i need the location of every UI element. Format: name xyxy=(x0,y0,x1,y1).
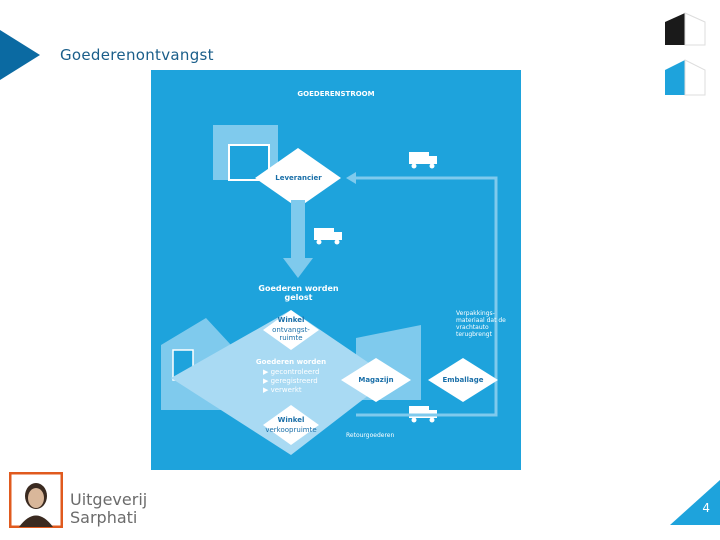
return-arrow-head xyxy=(346,172,356,184)
truck-icon xyxy=(314,228,342,245)
processed-header: Goederen worden xyxy=(255,358,327,366)
nav-shape-light xyxy=(684,12,706,46)
logo-line1: Uitgeverij xyxy=(70,490,148,509)
diagram-title: GOEDERENSTROOM xyxy=(297,90,375,98)
step-1-label: gecontroleerd xyxy=(270,368,320,376)
page-number: 4 xyxy=(702,501,710,515)
warehouse-diamond xyxy=(341,358,411,402)
unloaded-label: Goederen worden gelost xyxy=(258,284,339,302)
nav-shape-dark xyxy=(665,13,685,45)
slide-title: Goederenontvangst xyxy=(60,46,214,64)
sales-room-label: verkoopruimte xyxy=(265,426,317,434)
packaging-diamond xyxy=(428,358,498,402)
nav-shape-blue xyxy=(665,60,685,95)
logo-line2: Sarphati xyxy=(70,508,138,527)
logo-portrait-icon xyxy=(8,471,64,529)
receiving-room-label: ontvangst- ruimte xyxy=(272,326,310,342)
step-2-label: geregistreerd xyxy=(270,377,318,385)
goods-flow-diagram: GOEDERENSTROOM Leverancier Goederen word… xyxy=(151,70,521,470)
flow-down-shaft xyxy=(291,200,305,260)
left-arrow-decoration xyxy=(0,30,40,80)
step-3: ▶ verwerkt xyxy=(263,386,302,394)
sales-store-label: Winkel xyxy=(277,416,305,424)
nav-shape-light-2 xyxy=(684,59,706,96)
returns-label: Retourgoederen xyxy=(346,432,395,439)
return-loop-line xyxy=(356,176,498,417)
supplier-label: Leverancier xyxy=(275,174,322,182)
packaging-note: Verpakkings- materiaal dat de vrachtauto… xyxy=(456,310,506,338)
store-receiving-diamond xyxy=(263,310,319,350)
flow-down-head xyxy=(283,258,313,278)
diagram-graphics xyxy=(161,125,498,455)
publisher-logo xyxy=(8,471,64,529)
step-3-label: verwerkt xyxy=(270,386,302,394)
warehouse-label: Magazijn xyxy=(358,376,394,384)
store-label: Winkel xyxy=(277,316,305,324)
packaging-label: Emballage xyxy=(442,376,484,384)
sales-room-diamond xyxy=(263,405,319,445)
supplier-diamond xyxy=(255,148,341,208)
step-2: ▶ geregistreerd xyxy=(263,377,318,385)
page-badge xyxy=(670,480,720,525)
main-diamond xyxy=(171,310,391,455)
truck-icon-top xyxy=(409,152,437,169)
step-1: ▶ gecontroleerd xyxy=(263,368,320,376)
